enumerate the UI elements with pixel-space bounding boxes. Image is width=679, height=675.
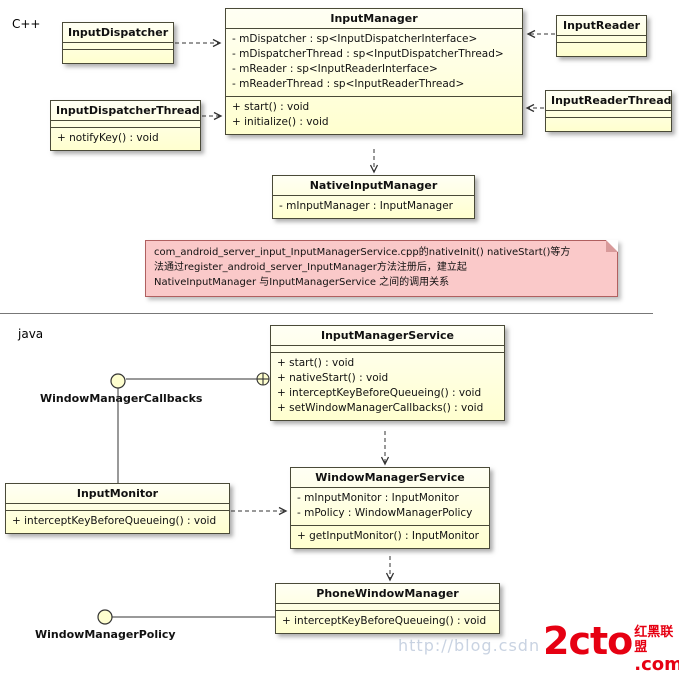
class-method: + setWindowManagerCallbacks() : void [277,402,484,414]
class-input-dispatcher-thread: InputDispatcherThread + notifyKey() : vo… [50,100,201,151]
class-method: + start() : void [232,101,310,113]
methods-compartment: + notifyKey() : void [51,128,200,150]
empty-compartment [557,36,646,43]
methods-compartment: + interceptKeyBeforeQueueing() : void [6,511,229,533]
lollipop-circle-icon [97,609,113,625]
class-input-reader: InputReader [556,15,647,57]
class-attribute: - mPolicy : WindowManagerPolicy [297,507,473,519]
class-title: WindowManagerService [291,468,489,488]
circle-plus-icon [256,372,270,386]
class-phone-window-manager: PhoneWindowManager + interceptKeyBeforeQ… [275,583,500,634]
empty-compartment [546,111,671,118]
note-box: com_android_server_input_InputManagerSer… [145,240,618,297]
class-title: InputMonitor [6,484,229,504]
class-attribute: - mReaderThread : sp<InputReaderThread> [232,78,465,90]
class-input-reader-thread: InputReaderThread [545,90,672,132]
class-method: + start() : void [277,357,355,369]
empty-compartment [63,50,173,63]
class-title: PhoneWindowManager [276,584,499,604]
class-title: InputDispatcherThread [51,101,200,121]
note-line: 法通过register_android_server_InputManager方… [154,262,467,273]
watermark-url-text: http://blog.csdn [398,636,541,655]
note-line: com_android_server_input_InputManagerSer… [154,247,571,258]
class-method: + nativeStart() : void [277,372,389,384]
section-label-java: java [18,327,44,341]
class-method: + interceptKeyBeforeQueueing() : void [277,387,482,399]
logo-2cto-text: 2cto [543,619,633,663]
class-title: InputDispatcher [63,23,173,43]
class-attribute: - mDispatcherThread : sp<InputDispatcher… [232,48,504,60]
empty-compartment [6,504,229,511]
section-label-cpp: C++ [12,17,41,31]
class-input-dispatcher: InputDispatcher [62,22,174,64]
methods-compartment: + start() : void + initialize() : void [226,97,522,134]
class-method: + getInputMonitor() : InputMonitor [297,530,479,542]
empty-compartment [276,604,499,611]
note-line: NativeInputManager 与InputManagerService … [154,277,450,288]
site-logo: 2cto 红黑联盟 .com [543,621,679,675]
class-title: InputReaderThread [546,91,672,111]
class-window-manager-service: WindowManagerService - mInputMonitor : I… [290,467,490,549]
class-attribute: - mInputManager : InputManager [279,200,453,212]
logo-domain-text: .com [634,654,679,675]
class-attribute: - mInputMonitor : InputMonitor [297,492,459,504]
attributes-compartment: - mDispatcher : sp<InputDispatcherInterf… [226,29,522,97]
class-method: + notifyKey() : void [57,132,159,144]
methods-compartment: + getInputMonitor() : InputMonitor [291,526,489,548]
empty-compartment [51,121,200,128]
class-attribute: - mReader : sp<InputReaderInterface> [232,63,438,75]
class-title: NativeInputManager [273,176,474,196]
class-title: InputManager [226,9,522,29]
class-input-manager: InputManager - mDispatcher : sp<InputDis… [225,8,523,135]
empty-compartment [546,118,671,131]
interface-label-window-manager-callbacks: WindowManagerCallbacks [40,392,203,405]
empty-compartment [271,346,504,353]
class-method: + interceptKeyBeforeQueueing() : void [282,615,487,627]
class-native-input-manager: NativeInputManager - mInputManager : Inp… [272,175,475,219]
class-input-manager-service: InputManagerService + start() : void + n… [270,325,505,421]
empty-compartment [63,43,173,50]
empty-compartment [557,43,646,56]
class-method: + initialize() : void [232,116,329,128]
attributes-compartment: - mInputManager : InputManager [273,196,474,218]
class-title: InputManagerService [271,326,504,346]
class-title: InputReader [557,16,646,36]
methods-compartment: + start() : void + nativeStart() : void … [271,353,504,420]
interface-label-window-manager-policy: WindowManagerPolicy [35,628,176,641]
class-attribute: - mDispatcher : sp<InputDispatcherInterf… [232,33,478,45]
cpp-java-divider [0,313,653,314]
logo-slogan-text: 红黑联盟 [634,625,674,655]
lollipop-circle-icon [110,373,126,389]
class-method: + interceptKeyBeforeQueueing() : void [12,515,217,527]
attributes-compartment: - mInputMonitor : InputMonitor - mPolicy… [291,488,489,526]
methods-compartment: + interceptKeyBeforeQueueing() : void [276,611,499,633]
class-input-monitor: InputMonitor + interceptKeyBeforeQueuein… [5,483,230,534]
